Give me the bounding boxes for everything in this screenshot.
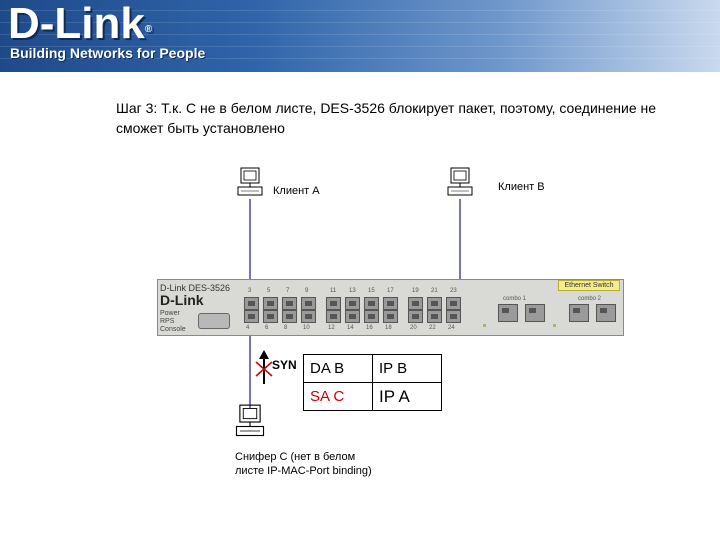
port-number-label: 21 — [431, 288, 438, 294]
ethernet-port — [301, 297, 316, 310]
ethernet-port — [427, 310, 442, 323]
ethernet-port — [263, 297, 278, 310]
combo-2-copper-port — [596, 304, 616, 322]
ethernet-port — [408, 297, 423, 310]
ethernet-port — [408, 310, 423, 323]
port-number-label: 24 — [448, 325, 455, 331]
packet-header-table: DA B IP B SA C IP A — [303, 354, 442, 411]
switch-model-label: D-Link DES-3526 — [160, 283, 231, 293]
tagline: Building Networks for People — [10, 45, 206, 61]
combo-1-copper-port — [525, 304, 545, 322]
ethernet-port — [326, 297, 341, 310]
sniffer-label-line-2: листе IP-MAC-Port binding) — [235, 465, 372, 477]
ethernet-port — [427, 297, 442, 310]
syn-arrow-blocked-icon — [255, 350, 273, 384]
port-number-label: 17 — [387, 288, 394, 294]
ethernet-port — [345, 297, 360, 310]
indicator-rps: RPS — [160, 318, 175, 325]
slide-title: Шаг 3: Т.к. С не в белом листе, DES-3526… — [116, 100, 657, 136]
sniffer-label-line-1: Снифер С (нет в белом — [235, 451, 356, 463]
src-mac-cell: SA C — [303, 382, 373, 411]
port-number-label: 3 — [248, 288, 252, 294]
indicator-console: Console — [160, 326, 186, 333]
ethernet-port — [244, 297, 259, 310]
ethernet-port — [345, 310, 360, 323]
ethernet-port — [282, 297, 297, 310]
port-number-label: 14 — [347, 325, 354, 331]
src-ip-cell: IP A — [372, 382, 442, 411]
ethernet-port — [282, 310, 297, 323]
combo-1-fiber-port — [498, 304, 518, 322]
port-number-label: 12 — [328, 325, 335, 331]
port-number-label: 19 — [412, 288, 419, 294]
port-number-label: 13 — [349, 288, 356, 294]
port-number-label: 18 — [385, 325, 392, 331]
des-3526-switch: D-Link DES-3526 D-Link Power RPS Console… — [157, 279, 624, 336]
switch-tag: Ethernet Switch — [558, 280, 620, 291]
port-number-label: 8 — [284, 325, 288, 331]
indicator-power: Power — [160, 310, 180, 317]
port-number-label: 9 — [305, 288, 309, 294]
port-number-label: 5 — [267, 288, 271, 294]
port-number-label: 4 — [246, 325, 250, 331]
status-led — [483, 324, 486, 327]
ethernet-port — [364, 310, 379, 323]
dlink-logo: D-Link® — [8, 0, 153, 48]
dest-ip-cell: IP B — [372, 354, 442, 383]
client-b-pc-icon — [447, 167, 473, 196]
dest-mac-cell: DA B — [303, 354, 373, 383]
syn-label: SYN — [272, 358, 297, 372]
combo-1-label: combo 1 — [503, 296, 527, 302]
ethernet-port — [244, 310, 259, 323]
console-port — [198, 313, 230, 329]
ethernet-port — [446, 297, 461, 310]
switch-logo: D-Link — [160, 292, 204, 308]
ethernet-port — [446, 310, 461, 323]
ethernet-port — [301, 310, 316, 323]
table-row: SA C IP A — [303, 382, 442, 411]
combo-2-fiber-port — [569, 304, 589, 322]
port-number-label: 11 — [330, 288, 337, 294]
ethernet-port — [383, 297, 398, 310]
port-number-label: 15 — [368, 288, 375, 294]
port-number-label: 22 — [429, 325, 436, 331]
table-row: DA B IP B — [303, 354, 442, 383]
client-b-label: Клиент В — [498, 181, 545, 193]
ethernet-port — [263, 310, 278, 323]
client-a-label: Клиент А — [273, 185, 320, 197]
ethernet-port — [364, 297, 379, 310]
status-led — [553, 324, 556, 327]
ethernet-port — [326, 310, 341, 323]
port-number-label: 16 — [366, 325, 373, 331]
port-number-label: 6 — [265, 325, 269, 331]
combo-2-label: combo 2 — [578, 296, 602, 302]
port-number-label: 20 — [410, 325, 417, 331]
ethernet-port — [383, 310, 398, 323]
port-number-label: 10 — [303, 325, 310, 331]
sniffer-pc-icon — [235, 404, 265, 437]
port-number-label: 23 — [450, 288, 457, 294]
port-number-label: 7 — [286, 288, 290, 294]
dlink-header-banner: D-Link® Building Networks for People — [0, 0, 720, 72]
client-a-pc-icon — [237, 167, 263, 196]
